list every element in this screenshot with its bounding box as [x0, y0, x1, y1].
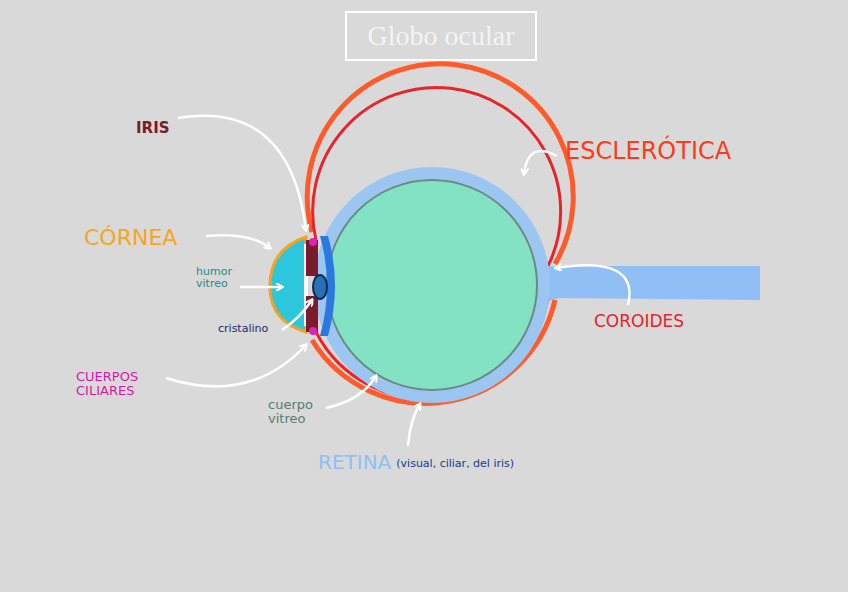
part-label: IRIS: [136, 120, 170, 137]
part-label: RETINA: [318, 451, 391, 473]
part-label: ESCLERÓTICA: [565, 138, 731, 164]
part-note: (visual, ciliar, del iris): [396, 458, 514, 470]
part-label: COROIDES: [594, 312, 684, 331]
part-label: CUERPOS CILIARES: [76, 370, 166, 399]
part-label: cuerpo vitreo: [268, 398, 328, 427]
title-box: Globo ocular: [345, 11, 537, 61]
part-label: CÓRNEA: [84, 226, 177, 250]
part-label: humor vitreo: [196, 266, 248, 290]
part-label: cristalino: [218, 323, 268, 335]
